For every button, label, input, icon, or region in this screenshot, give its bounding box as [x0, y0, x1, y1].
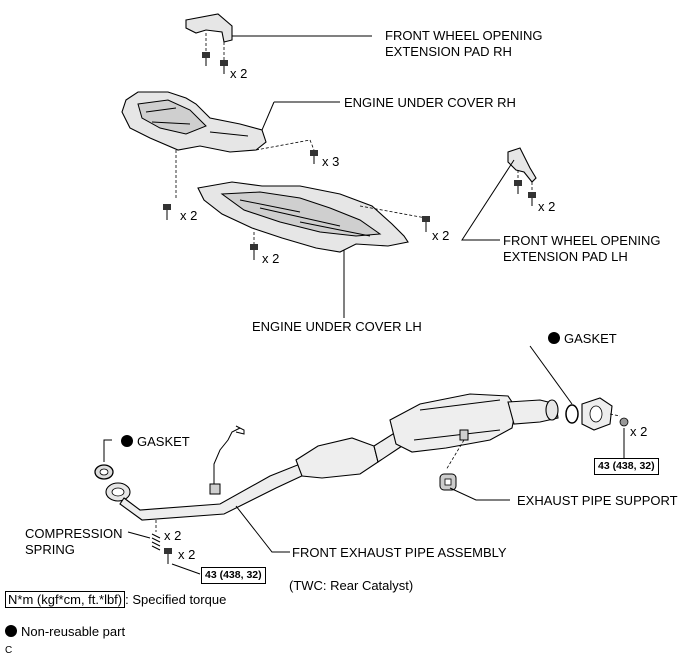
front-exhaust-pipe-assembly — [105, 393, 559, 553]
torque-rear: 43 (438, 32) — [594, 458, 659, 475]
nonreusable-dot-icon — [548, 332, 560, 344]
label-exhaust-pipe-support: EXHAUST PIPE SUPPORT — [517, 493, 678, 508]
front-gasket — [94, 439, 114, 480]
rear-gasket — [529, 345, 629, 456]
qty-cover-lh-bottom: x 2 — [262, 251, 280, 266]
compression-spring — [127, 520, 201, 575]
label-cover-lh: ENGINE UNDER COVER LH — [252, 319, 422, 334]
qty-pad-rh-bolts: x 2 — [230, 66, 248, 81]
label-cover-rh: ENGINE UNDER COVER RH — [344, 95, 516, 110]
engine-under-cover-lh — [197, 181, 430, 318]
torque-front: 43 (438, 32) — [201, 567, 266, 584]
exhaust-pipe-support — [439, 473, 510, 501]
label-gasket-rear: GASKET — [548, 331, 617, 347]
qty-cover-rh-left: x 2 — [180, 208, 198, 223]
label-front-exhaust-pipe: FRONT EXHAUST PIPE ASSEMBLY — [292, 545, 507, 560]
extension-pad-rh — [185, 13, 372, 74]
label-twc: (TWC: Rear Catalyst) — [289, 578, 414, 593]
legend-torque: N*m (kgf*cm, ft.*lbf): Specified torque — [5, 591, 227, 608]
nonreusable-dot-icon — [121, 435, 133, 447]
corner-mark: C — [5, 645, 13, 656]
engine-under-cover-rh — [121, 91, 340, 220]
legend-torque-desc: : Specified torque — [125, 592, 227, 607]
label-gasket-front: GASKET — [121, 434, 190, 450]
nonreusable-dot-icon — [5, 625, 17, 637]
legend-nonreusable: Non-reusable part — [5, 624, 125, 640]
legend-torque-unit: N*m (kgf*cm, ft.*lbf) — [5, 591, 126, 608]
extension-pad-lh — [461, 147, 537, 241]
qty-rear-nuts: x 2 — [630, 424, 648, 439]
qty-cover-lh-right: x 2 — [432, 228, 450, 243]
qty-pad-lh-bolts: x 2 — [538, 199, 556, 214]
qty-front-bolts: x 2 — [178, 547, 196, 562]
qty-cover-rh-mid: x 3 — [322, 154, 340, 169]
qty-springs: x 2 — [164, 528, 182, 543]
